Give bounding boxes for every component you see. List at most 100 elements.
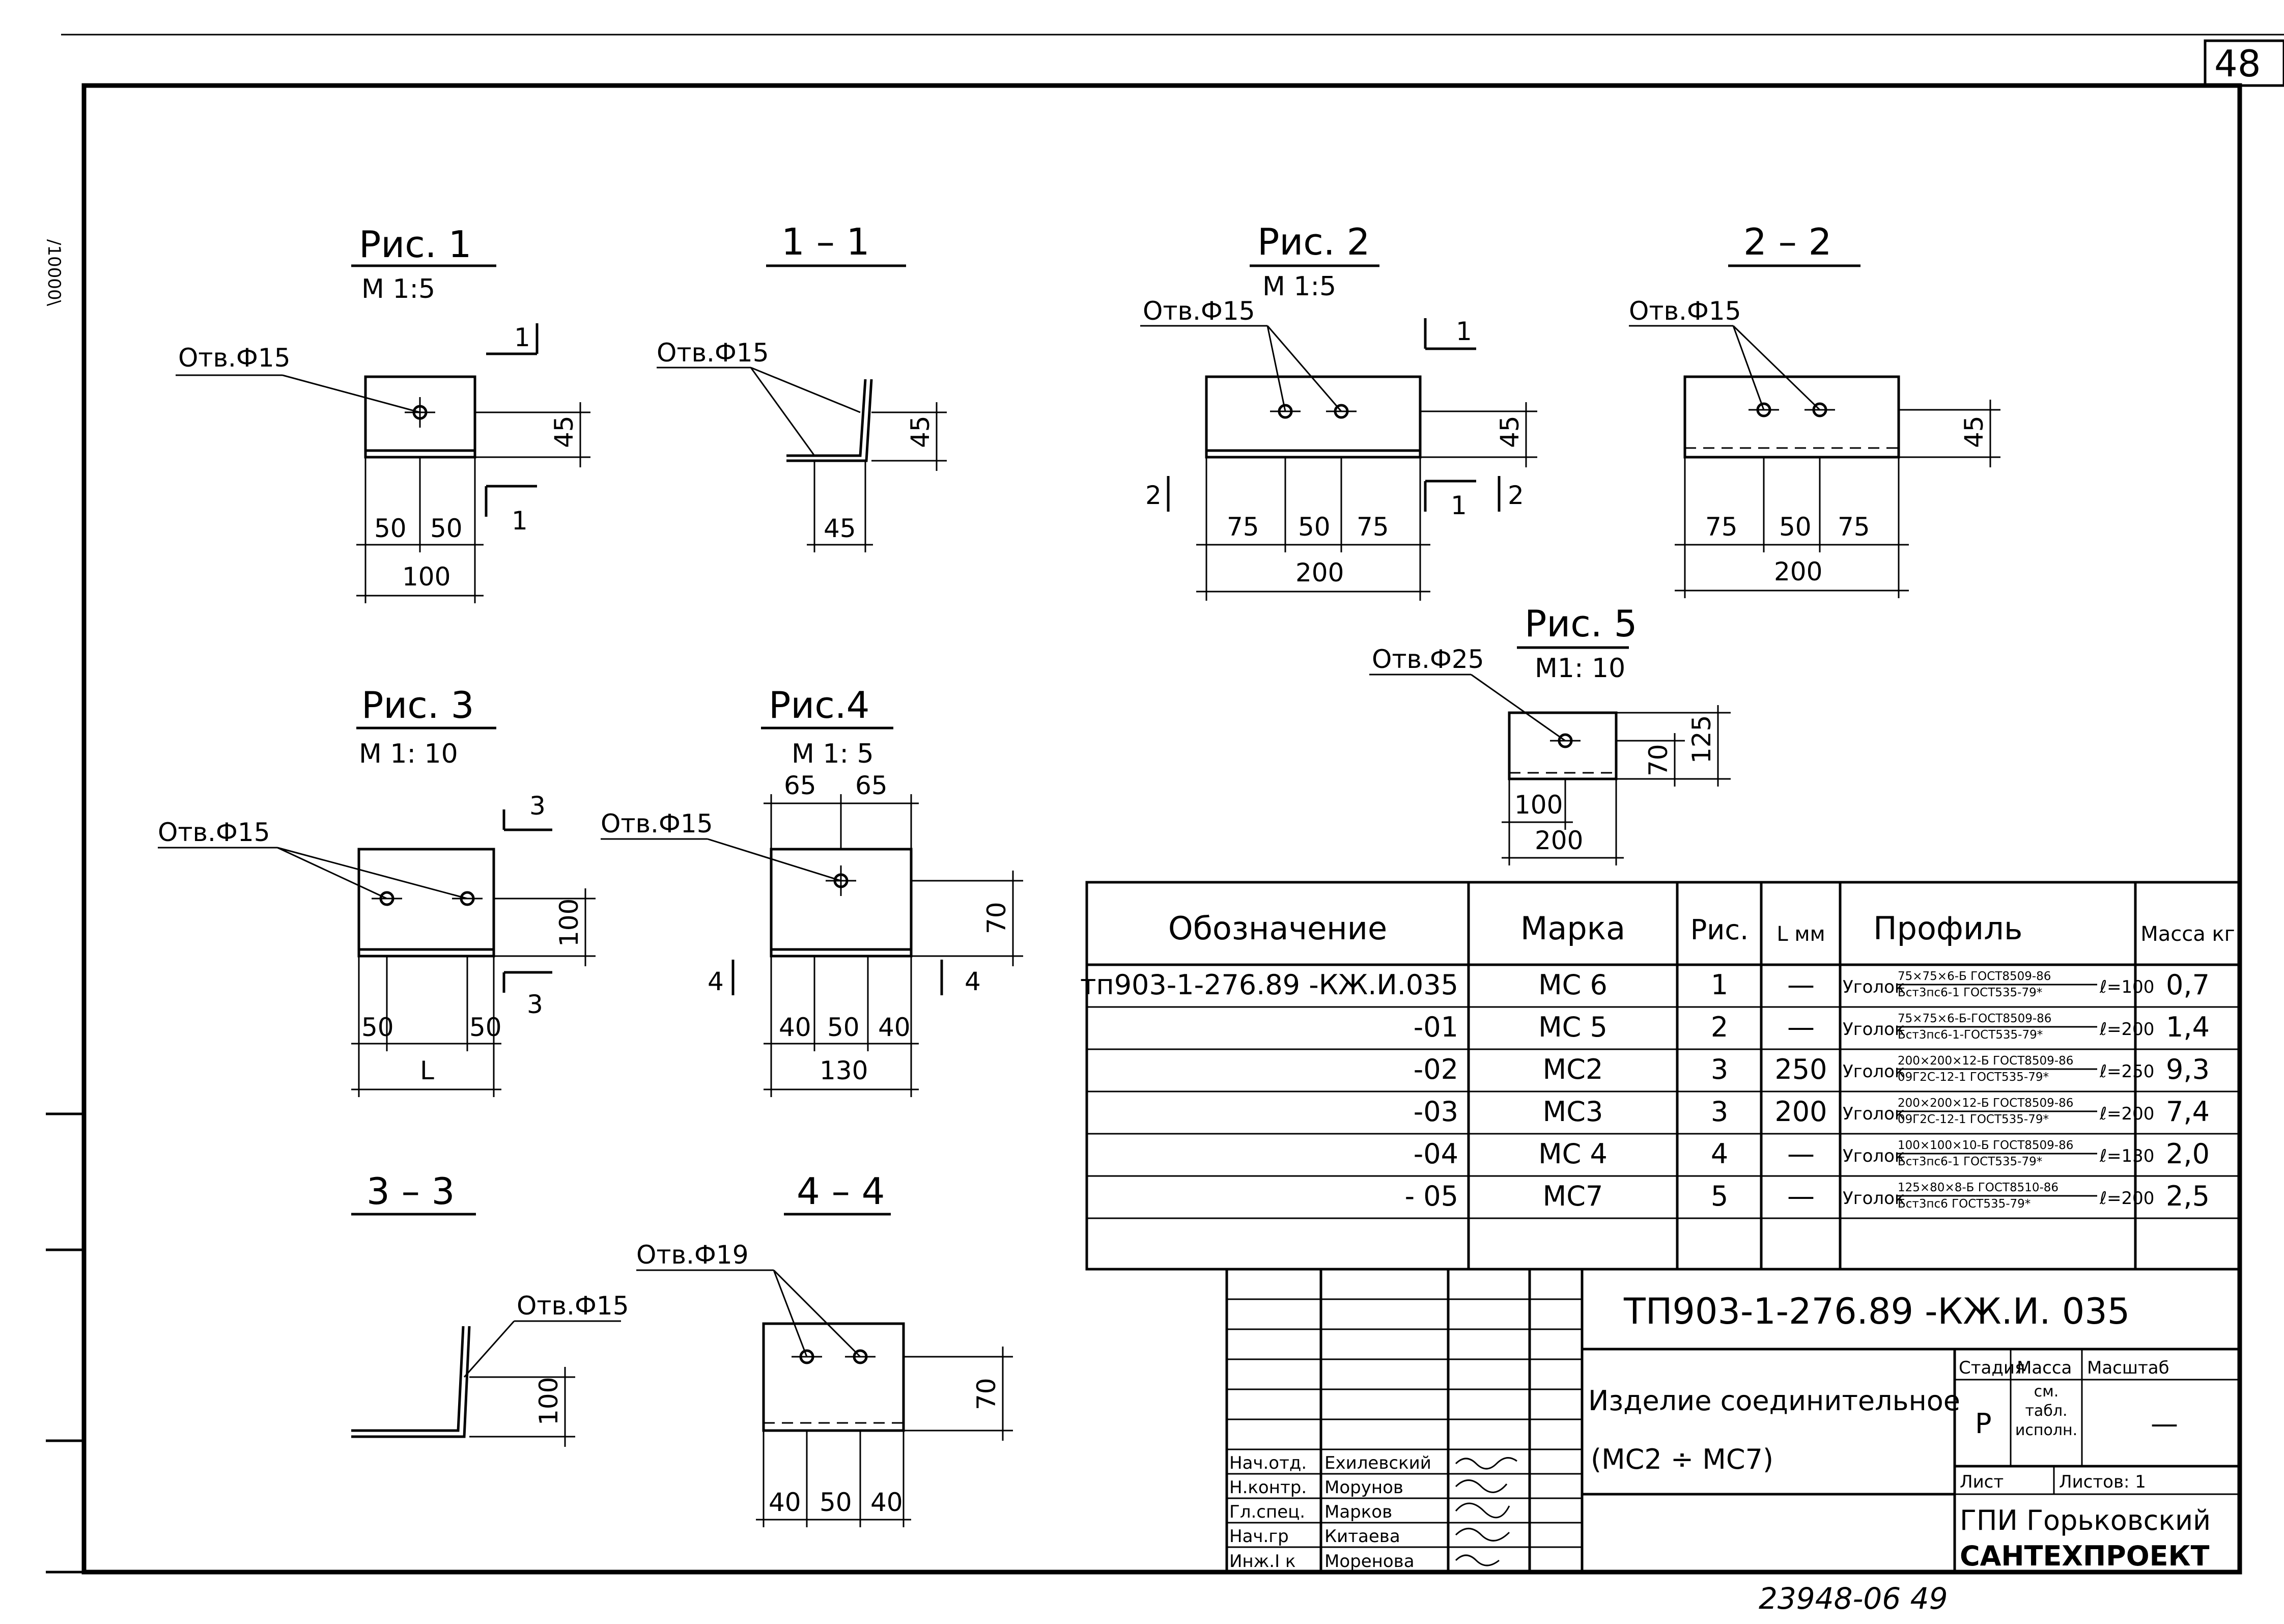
figure-4: Рис.4 М 1: 5 Отв.Ф15 65 65 70 4 4 40 50 … — [601, 684, 1023, 1097]
fig4-title: Рис.4 — [769, 684, 870, 726]
product-name-line2: (МС2 ÷ МС7) — [1591, 1443, 1773, 1475]
leader-line — [773, 1269, 861, 1358]
fig4-dim-total: 130 — [820, 1056, 868, 1085]
cell-profile-top: 75×75×6-Б ГОСТ8509-86 — [1898, 970, 2051, 983]
cut-mark-1: 1 — [1451, 491, 1467, 520]
staff-role: Гл.спец. — [1229, 1502, 1305, 1522]
leader-line — [773, 1270, 808, 1357]
cell-designation: -02 — [1414, 1053, 1458, 1085]
side-mark: /10000\ — [44, 239, 64, 306]
org-name-line2: САНТЕХПРОЕКТ — [1960, 1540, 2210, 1572]
fig1-title: Рис. 1 — [359, 223, 471, 266]
fig3-dim-left: 50 — [361, 1013, 394, 1042]
sec22-plate — [1683, 375, 1900, 459]
fig1-dim-total: 100 — [402, 562, 450, 592]
sec44-dim-c: 40 — [870, 1488, 903, 1517]
cut-mark-1: 1 — [514, 323, 530, 352]
leader-line — [1266, 325, 1286, 412]
section-1-1: 1 – 1 Отв.Ф15 45 45 — [657, 220, 947, 552]
cell-profile-word: Уголок — [1843, 1061, 1905, 1082]
cell-designation: -03 — [1414, 1096, 1458, 1128]
fig2-title: Рис. 2 — [1257, 220, 1370, 263]
cell-mass: 0,7 — [2166, 969, 2210, 1001]
cell-profile-bottom: Бст3пс6-1-ГОСТ535-79* — [1898, 1028, 2043, 1042]
figure-3: Рис. 3 М 1: 10 Отв.Ф15 3 3 100 50 50 L — [158, 684, 596, 1097]
sheet-number-box — [2204, 39, 2284, 87]
cell-profile-word: Уголок — [1843, 977, 1905, 997]
sec11-title: 1 – 1 — [781, 220, 869, 263]
sec33-title: 3 – 3 — [366, 1170, 455, 1213]
fig4-hole-label: Отв.Ф15 — [601, 809, 713, 838]
mass-value-box: см. табл. исполн. — [2015, 1383, 2077, 1439]
sec22-dim-total: 200 — [1774, 557, 1822, 586]
cut-mark-1: 1 — [512, 506, 528, 536]
fig2-scale: М 1:5 — [1262, 271, 1336, 302]
cut-mark-2: 2 — [1508, 481, 1524, 510]
sec33-hole-label: Отв.Ф15 — [517, 1291, 629, 1321]
scale-label: Масштаб — [2087, 1358, 2169, 1378]
leader-line — [1266, 325, 1342, 412]
cell-profile-top: 75×75×6-Б-ГОСТ8509-86 — [1898, 1012, 2051, 1025]
cell-fig: 2 — [1711, 1011, 1728, 1043]
cell-fig: 5 — [1711, 1180, 1728, 1212]
cell-mass: 2,5 — [2166, 1180, 2210, 1212]
cell-profile-bottom: Бст3пс6 ГОСТ535-79* — [1898, 1197, 2031, 1211]
fig5-plate — [1508, 711, 1618, 780]
leader-line — [750, 367, 861, 413]
fig1-scale: М 1:5 — [361, 274, 435, 304]
staff-role: Нач.гр — [1229, 1526, 1289, 1547]
signature — [1455, 1457, 1517, 1470]
cell-mark: МС2 — [1543, 1053, 1603, 1085]
fig1-dim-right: 50 — [430, 514, 463, 543]
cell-profile-length: ℓ=200 — [2099, 1188, 2154, 1209]
cut-mark-3: 3 — [529, 791, 546, 821]
cell-profile-bottom: 09Г2С-12-1 ГОСТ535-79* — [1898, 1113, 2049, 1126]
cell-mass: 1,4 — [2166, 1011, 2210, 1043]
mass-label: Масса — [2017, 1358, 2072, 1378]
fig5-title: Рис. 5 — [1525, 602, 1637, 645]
cell-designation: тп903-1-276.89 -КЖ.И.035 — [1080, 969, 1458, 1001]
fig3-dim-total: L — [420, 1056, 434, 1085]
spec-table: Обозначение Марка Рис. L мм Профиль Масс… — [1080, 881, 2241, 1271]
cell-mark: МС 5 — [1538, 1011, 1608, 1043]
cell-profile-top: 125×80×8-Б ГОСТ8510-86 — [1898, 1181, 2059, 1194]
fig2-plate — [1205, 375, 1422, 459]
sheets-count: Листов: 1 — [2059, 1472, 2146, 1492]
cut-mark-4: 4 — [708, 967, 724, 996]
cell-fig: 3 — [1711, 1053, 1728, 1085]
cut-mark-2: 2 — [1145, 481, 1162, 510]
sec22-title: 2 – 2 — [1743, 220, 1831, 263]
cut-mark-1: 1 — [1456, 317, 1472, 346]
sec22-hole-label: Отв.Ф15 — [1629, 296, 1741, 326]
cell-fig: 1 — [1711, 969, 1728, 1001]
cell-profile-length: ℓ=200 — [2099, 1019, 2154, 1040]
col-header-designation: Обозначение — [1168, 910, 1387, 947]
cell-length: — — [1787, 969, 1815, 1001]
cell-designation: -04 — [1414, 1138, 1458, 1170]
fig1-hole-label: Отв.Ф15 — [178, 343, 291, 373]
fig4-dim-top-right: 65 — [855, 771, 888, 800]
cell-profile-bottom: 09Г2С-12-1 ГОСТ535-79* — [1898, 1071, 2049, 1084]
fig1-dim-height: 45 — [549, 415, 579, 448]
angle-profile — [351, 1326, 465, 1432]
fig3-dim-height: 100 — [554, 899, 584, 947]
fig2-dim-c: 75 — [1357, 512, 1389, 542]
col-header-profile: Профиль — [1873, 910, 2022, 947]
fig3-scale: М 1: 10 — [359, 739, 458, 769]
staff-role: Инж.I к — [1229, 1551, 1295, 1572]
signature — [1455, 1528, 1510, 1542]
fig3-dim-right: 50 — [469, 1013, 502, 1042]
cell-mass: 2,0 — [2166, 1138, 2210, 1170]
cell-fig: 3 — [1711, 1096, 1728, 1128]
col-header-mass: Масса кг — [2140, 922, 2235, 946]
cell-length: — — [1787, 1180, 1815, 1212]
fig5-dim-inner: 70 — [1644, 744, 1673, 776]
cell-mark: МС 6 — [1538, 969, 1608, 1001]
sec22-dim-b: 50 — [1779, 512, 1812, 542]
cell-profile-length: ℓ=100 — [2099, 977, 2154, 997]
cell-profile-word: Уголок — [1843, 1104, 1905, 1124]
sec22-dim-height: 45 — [1959, 415, 1989, 448]
sec22-dim-c: 75 — [1838, 512, 1870, 542]
leader-line — [1732, 325, 1765, 410]
leader-line — [707, 838, 841, 882]
